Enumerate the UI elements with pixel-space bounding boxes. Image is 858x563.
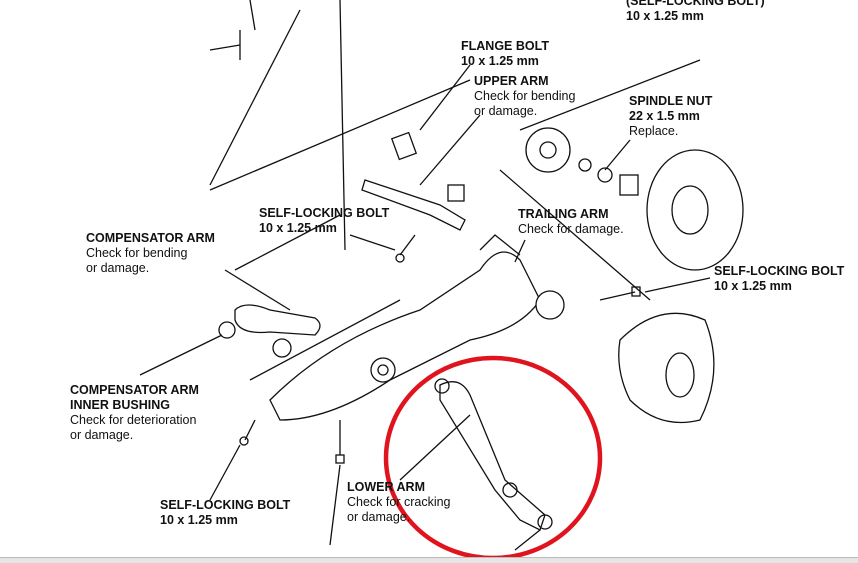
leader-lines — [139, 64, 711, 551]
label-text: Check for damage. — [518, 222, 624, 236]
label-spec: 10 x 1.25 mm — [259, 221, 337, 235]
label-spec: 10 x 1.25 mm — [461, 54, 539, 68]
frame-lines — [209, 0, 701, 381]
label-title: COMPENSATOR ARM — [86, 231, 215, 245]
label-text: or damage. — [474, 104, 538, 118]
label-title: LOWER ARM — [347, 480, 425, 494]
label-text: Replace. — [629, 124, 679, 138]
bolts — [209, 0, 641, 464]
label-title: (SELF-LOCKING BOLT) — [626, 0, 765, 8]
label-title: SPINDLE NUT — [629, 94, 713, 108]
label-title: SELF-LOCKING BOLT — [259, 206, 390, 220]
label-spec: 10 x 1.25 mm — [714, 279, 792, 293]
compensator-arm-shape — [218, 304, 321, 358]
upper-arm-shape — [361, 131, 466, 231]
bottom-scroll-edge — [0, 557, 858, 563]
label-text: or damage. — [86, 261, 150, 275]
label-spec: 10 x 1.25 mm — [626, 9, 704, 23]
label-spec: 10 x 1.25 mm — [160, 513, 238, 527]
label-title: FLANGE BOLT — [461, 39, 549, 53]
label-title: SELF-LOCKING BOLT — [714, 264, 845, 278]
label-title: TRAILING ARM — [518, 207, 609, 221]
trailing-arm-shape — [269, 234, 541, 421]
label-text: Check for cracking — [347, 495, 451, 509]
label-title: UPPER ARM — [474, 74, 549, 88]
label-title: COMPENSATOR ARM — [70, 383, 199, 397]
label-text: Check for bending — [474, 89, 576, 103]
label-text: Check for bending — [86, 246, 188, 260]
hub-and-disc — [525, 127, 744, 424]
label-text: Check for deterioration — [70, 413, 197, 427]
label-spec: 22 x 1.5 mm — [629, 109, 700, 123]
label-title: SELF-LOCKING BOLT — [160, 498, 291, 512]
label-text: or damage. — [70, 428, 134, 442]
lower-arm-shape — [434, 378, 553, 531]
label-text: or damage. — [347, 510, 411, 524]
top-bolt-label: (SELF-LOCKING BOLT)10 x 1.25 mm — [626, 0, 765, 24]
label-title: INNER BUSHING — [70, 398, 171, 412]
